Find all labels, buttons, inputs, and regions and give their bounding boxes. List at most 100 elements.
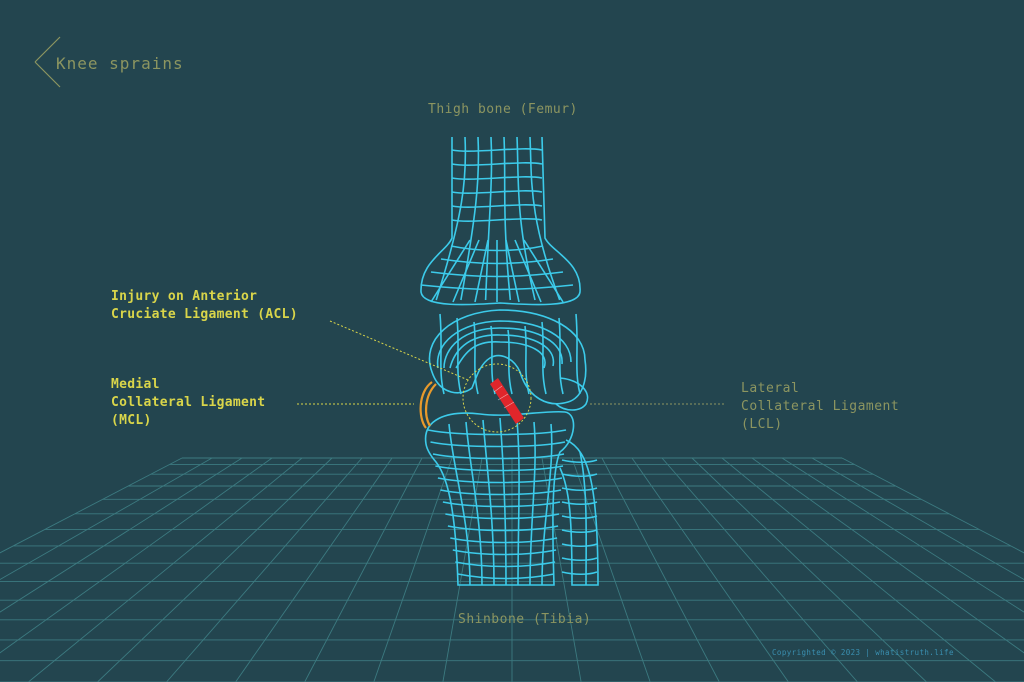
fibula-outline bbox=[559, 439, 599, 586]
grid-line bbox=[631, 457, 789, 682]
label-femur: Thigh bone (Femur) bbox=[428, 102, 578, 117]
grid-line bbox=[28, 457, 303, 682]
condyle-wire bbox=[455, 341, 546, 369]
label-mcl-line-3: (MCL) bbox=[111, 413, 152, 428]
grid-line bbox=[0, 457, 243, 613]
femur-wire bbox=[451, 162, 543, 166]
copyright-notice: Copyrighted © 2023 | whatistruth.life bbox=[772, 648, 954, 657]
grid-line bbox=[235, 457, 393, 682]
condyle-wire bbox=[456, 317, 462, 395]
femur-outline bbox=[420, 136, 581, 306]
label-tibia: Shinbone (Tibia) bbox=[458, 612, 592, 627]
tibia-wire bbox=[440, 489, 562, 496]
grid-line bbox=[661, 457, 858, 682]
femur-wire bbox=[451, 148, 543, 152]
femur-wire bbox=[523, 239, 564, 303]
condyle-wire bbox=[443, 327, 563, 369]
label-mcl-line-2: Collateral Ligament bbox=[111, 395, 266, 410]
femur-wire bbox=[514, 239, 542, 303]
label-acl: Injury on Anterior Cruciate Ligament (AC… bbox=[111, 288, 298, 324]
femur-wire bbox=[451, 176, 543, 180]
grid-line bbox=[721, 457, 996, 682]
femur-wire bbox=[451, 204, 543, 208]
label-acl-line-1: Injury on Anterior bbox=[111, 289, 258, 304]
grid-line bbox=[571, 457, 651, 682]
fibula-wire bbox=[561, 473, 598, 478]
fibula-wire bbox=[561, 529, 598, 534]
grid-line bbox=[601, 457, 720, 682]
femur-wire bbox=[484, 136, 493, 301]
femur-wire bbox=[474, 239, 489, 303]
grid-line bbox=[0, 457, 273, 654]
fibula-wire bbox=[561, 571, 598, 576]
acl-leader-line bbox=[329, 320, 469, 381]
tibia-wire bbox=[516, 419, 520, 586]
femur-wire bbox=[452, 239, 480, 303]
grid-line bbox=[811, 457, 1024, 581]
fibula-wire bbox=[561, 501, 598, 506]
label-mcl-line-1: Medial bbox=[111, 377, 160, 392]
tibia-wire bbox=[450, 537, 558, 544]
fibula-wire bbox=[561, 515, 598, 520]
tibia-wire bbox=[430, 441, 566, 448]
condyle-wire bbox=[558, 317, 564, 395]
tibia-wire bbox=[447, 525, 559, 532]
grid-line bbox=[841, 457, 1024, 554]
condyle-wire bbox=[449, 334, 555, 369]
tibia-wire bbox=[482, 419, 495, 586]
perspective-floor-grid bbox=[0, 457, 1024, 682]
lateral-condyle-outline bbox=[555, 377, 589, 411]
page-title: Knee sprains bbox=[56, 54, 184, 73]
femur-wire bbox=[451, 218, 543, 222]
label-lcl: Lateral Collateral Ligament (LCL) bbox=[741, 380, 899, 434]
tibia-wire bbox=[457, 573, 555, 580]
tibia-wire bbox=[432, 453, 565, 460]
label-mcl: Medial Collateral Ligament (MCL) bbox=[111, 376, 265, 430]
tibia-wire bbox=[445, 513, 560, 520]
mcl-ligament bbox=[419, 381, 437, 429]
tibia-wire bbox=[541, 423, 553, 586]
condyle-wire bbox=[575, 313, 581, 395]
tibia-wire bbox=[465, 421, 483, 586]
femur-wire bbox=[505, 239, 520, 303]
condyle-wire bbox=[473, 321, 479, 395]
label-lcl-line-3: (LCL) bbox=[741, 417, 783, 432]
grid-line bbox=[373, 457, 453, 682]
chevron-diamond-icon bbox=[34, 36, 61, 88]
grid-line bbox=[0, 457, 213, 581]
grid-line bbox=[691, 457, 927, 682]
femur-wire bbox=[451, 190, 543, 194]
fibula-wire bbox=[561, 543, 598, 548]
tibia-wire bbox=[529, 421, 536, 586]
tibia-wire bbox=[442, 501, 561, 508]
fibula-wire bbox=[561, 487, 598, 492]
tibia-wire bbox=[499, 417, 507, 586]
acl-injury bbox=[490, 378, 524, 424]
tibia-outline bbox=[424, 410, 575, 586]
condyle-wire bbox=[524, 325, 530, 395]
grid-line bbox=[97, 457, 333, 682]
fibula-wire bbox=[579, 451, 588, 586]
condyle-wire bbox=[439, 313, 445, 395]
condyle-wire bbox=[541, 321, 547, 395]
grid-line bbox=[304, 457, 423, 682]
condyle-wire bbox=[436, 320, 572, 369]
grid-line bbox=[166, 457, 363, 682]
femur-wire bbox=[430, 239, 471, 303]
label-lcl-line-2: Collateral Ligament bbox=[741, 399, 900, 414]
grid-line bbox=[751, 457, 1024, 654]
fibula-wire bbox=[561, 557, 598, 562]
tibia-bone bbox=[424, 410, 599, 586]
tibia-wire bbox=[427, 429, 567, 436]
grid-line bbox=[0, 457, 183, 554]
tibia-wire bbox=[455, 561, 556, 568]
acl-focus-ring bbox=[462, 363, 532, 433]
label-acl-line-2: Cruciate Ligament (ACL) bbox=[111, 307, 298, 322]
fibula-wire bbox=[561, 459, 598, 464]
tibia-wire bbox=[437, 477, 563, 484]
label-lcl-line-1: Lateral bbox=[741, 381, 800, 396]
condyle-wire bbox=[507, 329, 513, 395]
tibia-wire bbox=[448, 423, 471, 586]
